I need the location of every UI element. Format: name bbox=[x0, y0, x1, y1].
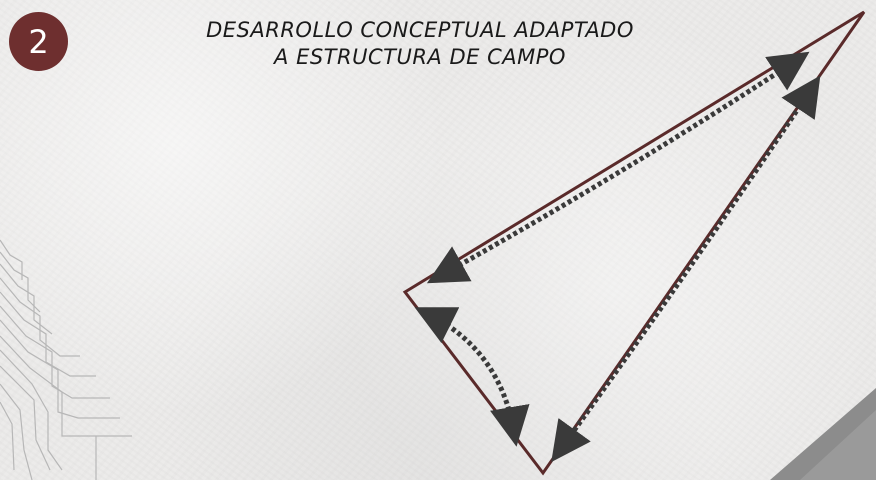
arrow-left-edge bbox=[414, 307, 530, 447]
corner-shape-highlight bbox=[800, 410, 876, 480]
page-title: DESARROLLO CONCEPTUAL ADAPTADO A ESTRUCT… bbox=[100, 17, 740, 71]
step-number-badge: 2 bbox=[9, 12, 68, 71]
title-line-2: A ESTRUCTURA DE CAMPO bbox=[274, 45, 566, 69]
circuit-lines-icon bbox=[0, 239, 132, 480]
arrow-right-edge bbox=[551, 75, 821, 463]
step-number: 2 bbox=[28, 22, 49, 61]
arrow-top-edge bbox=[426, 51, 810, 284]
title-line-1: DESARROLLO CONCEPTUAL ADAPTADO bbox=[206, 18, 634, 42]
triangle-outline bbox=[402, 10, 866, 476]
